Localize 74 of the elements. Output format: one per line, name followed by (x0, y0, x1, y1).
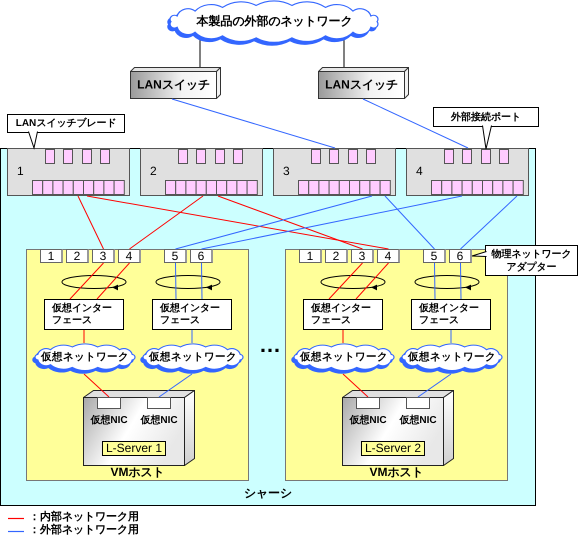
nic-label: 仮想NIC (399, 415, 437, 426)
connector-line (218, 196, 363, 250)
host-label: VMホスト (110, 466, 164, 480)
cloud-label: 本製品の外部のネットワーク (196, 15, 353, 28)
port-box: 4 (118, 249, 141, 263)
port-box: 6 (449, 249, 472, 263)
port-box: 4 (377, 249, 400, 263)
callout-pointer (28, 131, 38, 150)
connector-line (201, 262, 202, 300)
legend-text: ：外部ネットワーク用 (29, 524, 139, 537)
connector-line (342, 330, 344, 344)
connector-line (434, 262, 436, 300)
interface-box: 仮想インターフェース (411, 299, 491, 330)
port-box: 5 (164, 249, 187, 263)
connector-line (84, 374, 110, 398)
blade-number: 2 (150, 165, 157, 178)
port-box: 3 (351, 249, 374, 263)
blade-number: 1 (17, 165, 24, 178)
connector-line (328, 262, 363, 300)
host-box (26, 249, 249, 481)
port-box: 3 (92, 249, 115, 263)
nic-label: 仮想NIC (90, 415, 128, 426)
nic-label: 仮想NIC (140, 415, 178, 426)
port-box: 2 (66, 249, 89, 263)
connector-line (175, 196, 372, 250)
interface-box: 仮想インターフェース (152, 299, 232, 330)
port-box: 2 (325, 249, 348, 263)
port-box: 1 (40, 249, 63, 263)
callout-box: 物理ネットワークアダプター (485, 245, 578, 276)
callout-pointer (472, 251, 487, 257)
connector-line (450, 330, 452, 344)
connector-line (70, 262, 104, 300)
connector-line (362, 98, 468, 148)
chassis-box (0, 148, 536, 506)
connector-line (86, 196, 389, 250)
connector-line (418, 374, 452, 398)
connector-line (129, 196, 204, 250)
ellipsis: … (259, 333, 281, 358)
cloud-label: 仮想ネットワーク (40, 352, 129, 364)
port-slot (481, 149, 491, 164)
connector-line (78, 196, 104, 250)
connector-line (460, 262, 462, 300)
server-label: L-Server 1 (102, 441, 166, 456)
connector-line (158, 374, 192, 398)
connector-line (384, 196, 435, 250)
interface-box: 仮想インターフェース (303, 299, 383, 330)
blade-box (140, 148, 263, 196)
legend-text: ：内部ネットワーク用 (29, 511, 139, 524)
server-label: L-Server 2 (360, 441, 426, 456)
connector-line (201, 196, 462, 250)
connector-line (172, 98, 336, 148)
connector-line (460, 196, 518, 250)
connector-line (342, 374, 368, 398)
connector-line (96, 262, 130, 300)
cloud-label: 仮想ネットワーク (148, 352, 237, 364)
connector-line (175, 262, 176, 300)
switch-label: LANスイッチ (137, 78, 210, 92)
blade-box (7, 148, 130, 196)
callout-pointer (482, 125, 492, 150)
blade-box (406, 148, 529, 196)
blade-number: 4 (416, 165, 423, 178)
port-box: 1 (299, 249, 322, 263)
connector-line (356, 262, 389, 300)
port-box: 6 (190, 249, 213, 263)
host-label: VMホスト (370, 466, 424, 480)
chassis-label: シャーシ (244, 487, 292, 501)
cloud-label: 仮想ネットワーク (300, 352, 388, 364)
switch-label: LANスイッチ (325, 78, 398, 92)
cloud-label: 仮想ネットワーク (408, 352, 496, 364)
port-box: 5 (423, 249, 446, 263)
nic-label: 仮想NIC (349, 415, 387, 426)
interface-box: 仮想インターフェース (44, 299, 124, 330)
blade-box (273, 148, 396, 196)
blade-number: 3 (283, 165, 290, 178)
